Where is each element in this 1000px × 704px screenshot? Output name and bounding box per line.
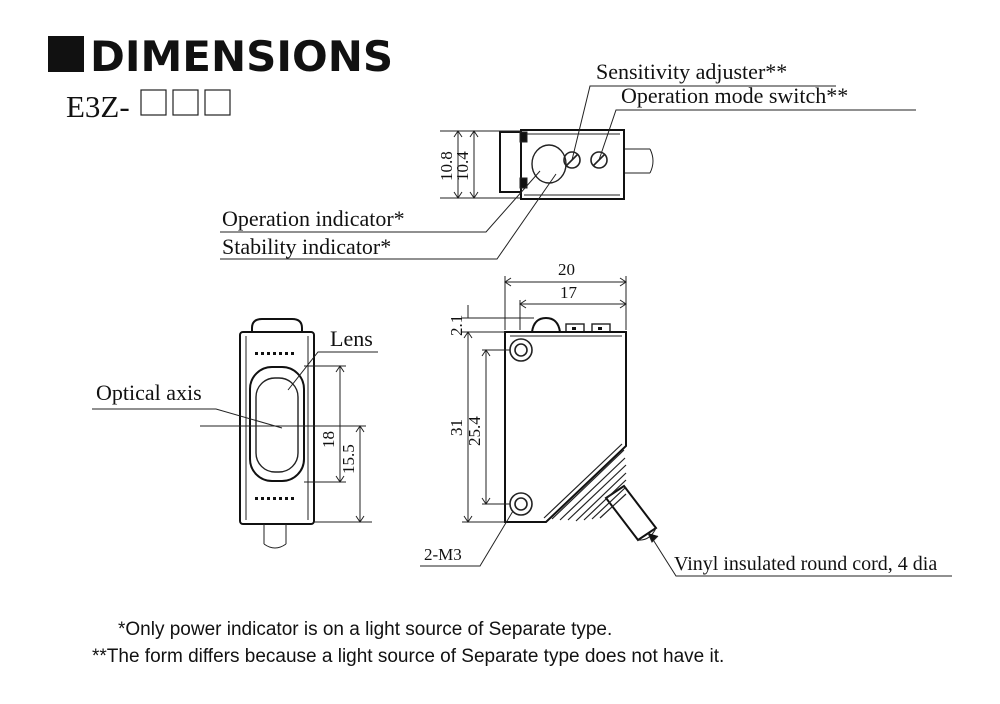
side-view <box>462 276 658 542</box>
leader-cord <box>651 537 952 577</box>
dim-axis-height-a: 18 <box>319 431 338 448</box>
page-title: DIMENSIONS <box>90 32 393 81</box>
sensitivity-adjuster-screw <box>563 151 581 169</box>
label-sensitivity-adjuster: Sensitivity adjuster** <box>596 59 787 84</box>
label-operation-indicator: Operation indicator* <box>222 206 405 231</box>
top-view <box>440 129 654 200</box>
label-mount-holes: 2-M3 <box>424 545 462 564</box>
dim-axis-height-b: 15.5 <box>339 444 358 474</box>
leader-optical-axis <box>92 408 283 429</box>
dim-top-height-outer: 10.8 <box>437 151 456 181</box>
dim-width-total: 20 <box>558 260 575 279</box>
dim-top-height-inner: 10.4 <box>453 151 472 181</box>
leader-sensitivity-adjuster <box>571 85 836 161</box>
lens-window <box>249 366 305 482</box>
dim-lens-offset: 2.1 <box>447 315 466 336</box>
footnote-2: **The form differs because a light sourc… <box>92 646 724 667</box>
dim-hole-pitch: 25.4 <box>465 416 484 446</box>
label-lens: Lens <box>330 326 373 351</box>
model-placeholder-boxes <box>140 89 231 116</box>
leader-mount-holes <box>420 510 514 567</box>
model-number: E3Z- <box>66 89 130 124</box>
label-operation-mode-switch: Operation mode switch** <box>621 83 848 108</box>
title-marker-block <box>48 36 84 72</box>
front-view <box>200 318 372 549</box>
leader-lens <box>287 351 378 391</box>
leader-operation-indicator <box>220 170 541 233</box>
leader-operation-mode-switch <box>598 109 916 161</box>
label-optical-axis: Optical axis <box>96 380 202 405</box>
operation-mode-switch-screw <box>590 151 608 169</box>
dim-height-total: 31 <box>447 419 466 436</box>
label-stability-indicator: Stability indicator* <box>222 234 391 259</box>
label-cord: Vinyl insulated round cord, 4 dia <box>674 553 937 575</box>
dim-width-inner: 17 <box>560 283 578 302</box>
leader-stability-indicator <box>220 173 557 260</box>
footnote-1: *Only power indicator is on a light sour… <box>118 619 612 640</box>
